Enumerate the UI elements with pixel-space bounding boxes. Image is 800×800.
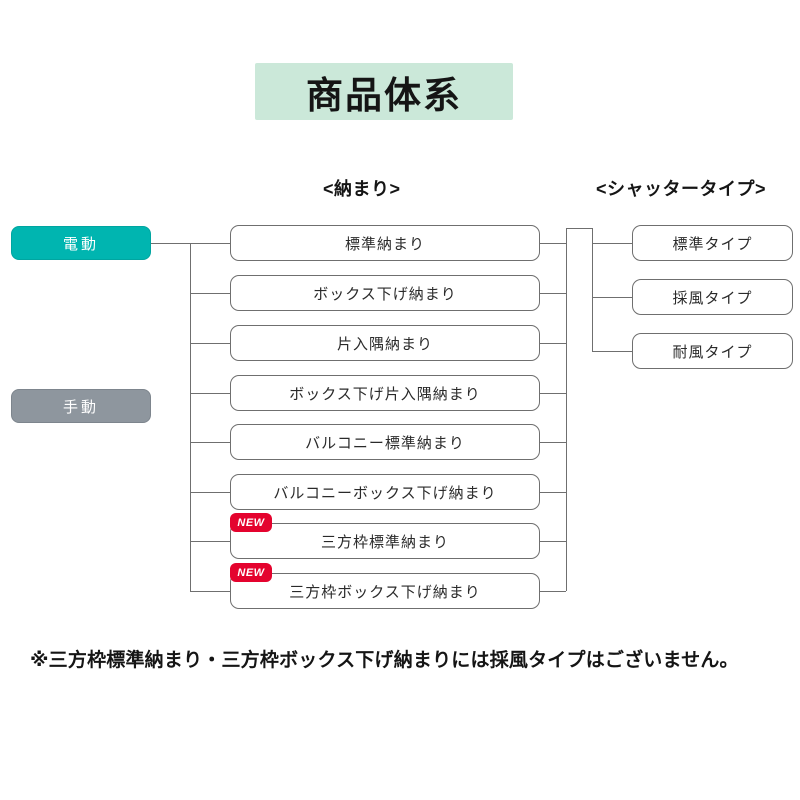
connector-collector-right	[566, 243, 567, 591]
shutter-type-node-2[interactable]: 採風タイプ	[632, 279, 793, 315]
connector-shutter-branch-3	[592, 351, 632, 352]
osamari-node-6[interactable]: バルコニーボックス下げ納まり	[230, 474, 540, 510]
page-title: 商品体系	[306, 74, 462, 116]
connector-branch-2	[190, 293, 230, 294]
connector-out-1	[540, 243, 566, 244]
new-badge-osamari-7: NEW	[230, 513, 272, 532]
connector-out-5	[540, 442, 566, 443]
osamari-node-3[interactable]: 片入隅納まり	[230, 325, 540, 361]
connector-branch-7	[190, 541, 230, 542]
shutter-type-node-1[interactable]: 標準タイプ	[632, 225, 793, 261]
connector-out-6	[540, 492, 566, 493]
connector-trunk-shutter	[592, 228, 593, 351]
osamari-node-7[interactable]: 三方枠標準納まり	[230, 523, 540, 559]
connector-trunk-left	[190, 243, 191, 591]
connector-out-4	[540, 393, 566, 394]
footnote-text: ※三方枠標準納まり・三方枠ボックス下げ納まりには採風タイプはございません。	[30, 650, 739, 671]
connector-bridge	[566, 228, 592, 229]
mode-button-denki[interactable]: 電動	[11, 226, 151, 260]
title-band	[255, 63, 513, 120]
osamari-node-5[interactable]: バルコニー標準納まり	[230, 424, 540, 460]
osamari-node-2[interactable]: ボックス下げ納まり	[230, 275, 540, 311]
connector-branch-6	[190, 492, 230, 493]
connector-branch-3	[190, 343, 230, 344]
connector-out-2	[540, 293, 566, 294]
connector-branch-8	[190, 591, 230, 592]
connector-branch-1	[190, 243, 230, 244]
connector-shutter-branch-2	[592, 297, 632, 298]
osamari-node-8[interactable]: 三方枠ボックス下げ納まり	[230, 573, 540, 609]
connector-denki-stub	[151, 243, 190, 244]
column-header-osamari: <納まり>	[323, 179, 401, 199]
connector-out-7	[540, 541, 566, 542]
connector-shutter-branch-1	[592, 243, 632, 244]
column-header-shutter-type: <シャッタータイプ>	[596, 179, 767, 199]
osamari-node-1[interactable]: 標準納まり	[230, 225, 540, 261]
connector-bridge-riser	[566, 228, 567, 244]
mode-button-shudo[interactable]: 手動	[11, 389, 151, 423]
new-badge-osamari-8: NEW	[230, 563, 272, 582]
connector-out-3	[540, 343, 566, 344]
connector-branch-5	[190, 442, 230, 443]
osamari-node-4[interactable]: ボックス下げ片入隅納まり	[230, 375, 540, 411]
connector-branch-4	[190, 393, 230, 394]
shutter-type-node-3[interactable]: 耐風タイプ	[632, 333, 793, 369]
connector-out-8	[540, 591, 566, 592]
